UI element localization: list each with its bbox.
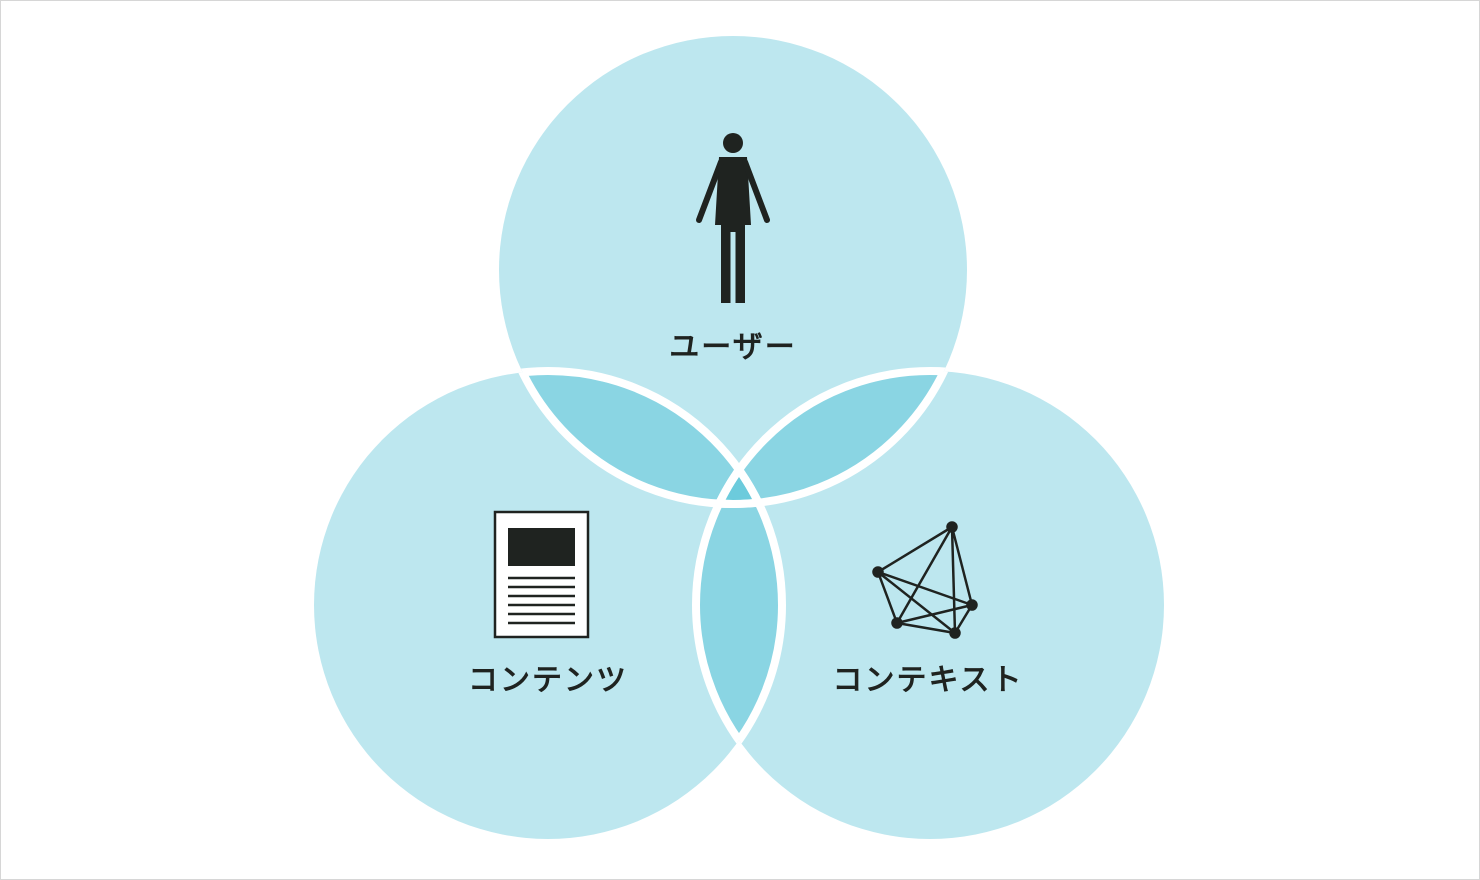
- outline-context-in-user: [692, 367, 967, 504]
- outline-contents-in-context: [696, 371, 786, 839]
- label-context: コンテキスト: [832, 663, 1024, 698]
- outline-contents-in-user: [499, 367, 786, 504]
- label-user: ユーザー: [669, 330, 797, 365]
- network-graph-icon: [872, 521, 978, 639]
- document-icon: [493, 510, 590, 639]
- label-contents: コンテンツ: [468, 663, 628, 698]
- person-icon: [696, 133, 770, 303]
- outline-context-in-contents: [692, 371, 782, 839]
- outline-user-in-context: [696, 371, 971, 508]
- overlap-user-contents: [499, 371, 782, 504]
